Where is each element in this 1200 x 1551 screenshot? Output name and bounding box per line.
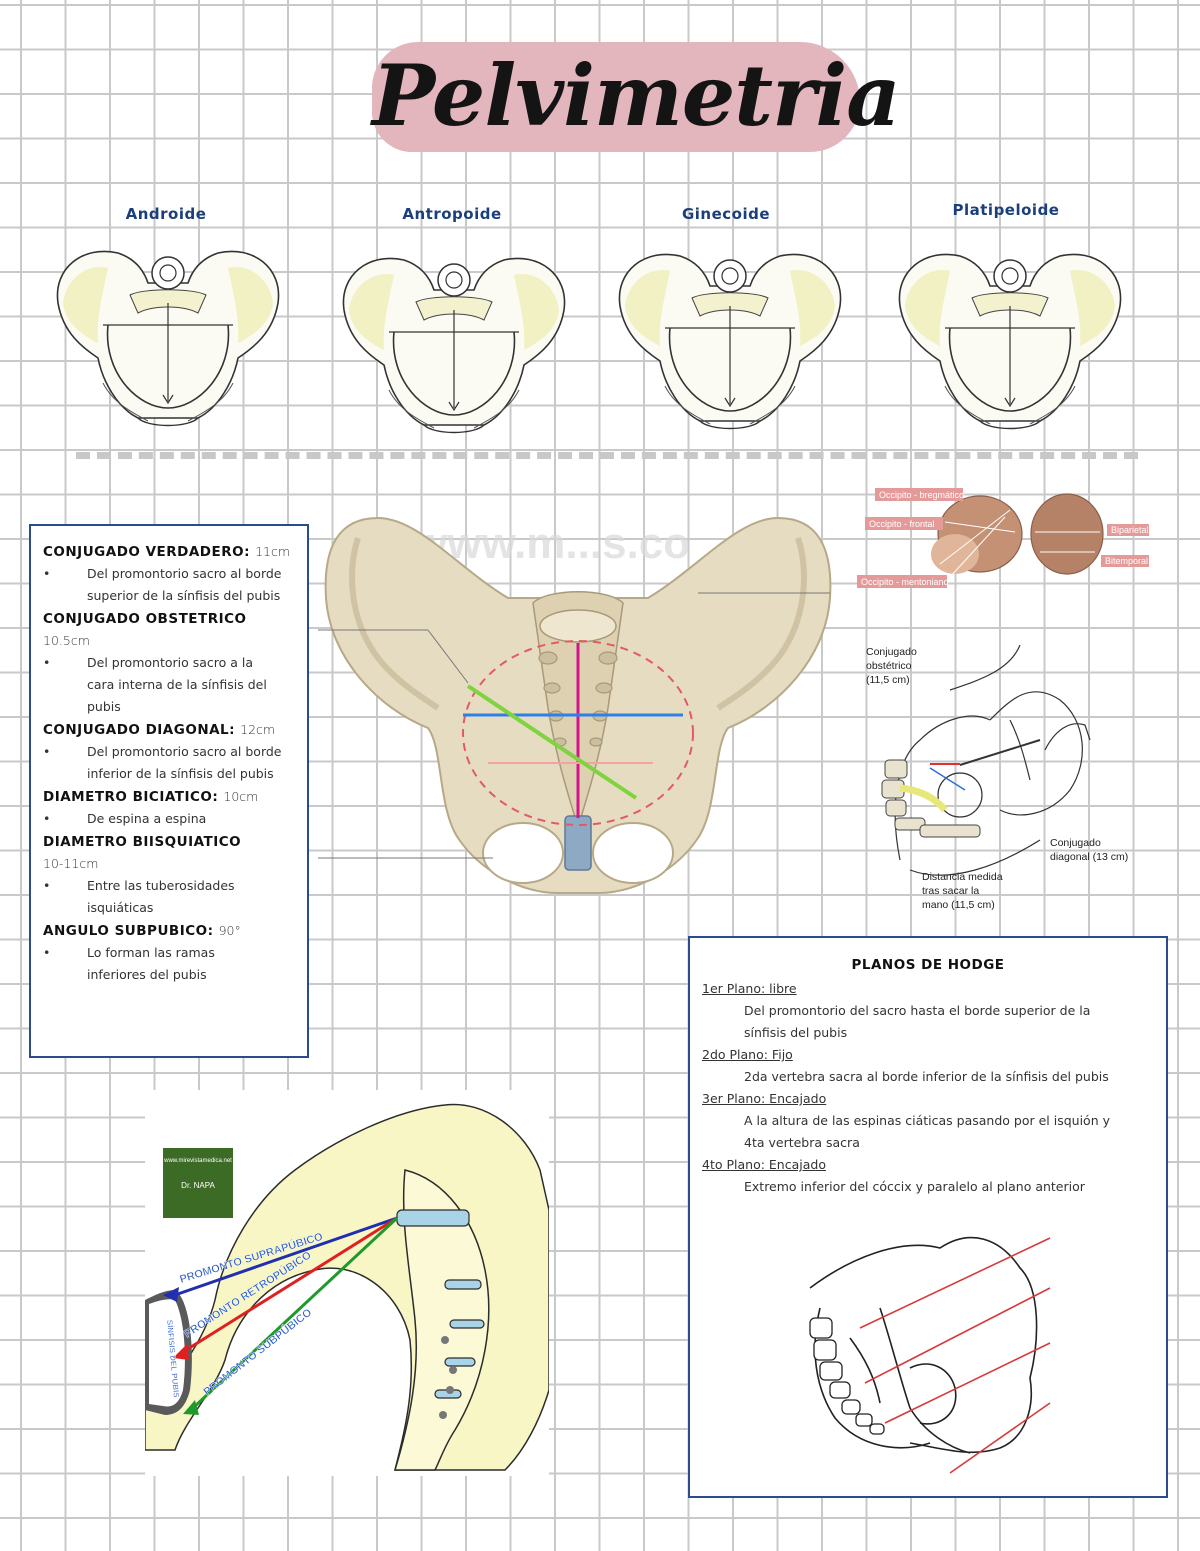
sagittal-pelvis-illustration: Dr. NAPA www.mirevistamedica.net PROMONT… [144, 1103, 550, 1471]
diam-bisquiatico-title: DIAMETRO BIISQUIATICO [43, 834, 242, 850]
head-label-occipito-frontal: Occipito - frontal [869, 519, 935, 529]
head-label-bitemporal: Bitemporal [1105, 556, 1148, 566]
oblique-line [466, 684, 638, 800]
pelvis-ginecoide-drawing [618, 253, 842, 430]
plane-2-desc: 2da vertebra sacra al borde inferior de … [744, 1069, 1109, 1084]
label-conjugado-obstetrico-1: Conjugado [866, 646, 917, 658]
head-label-biparietal: Biparietal [1111, 525, 1149, 535]
section-divider [76, 452, 1138, 459]
plane-1-title: 1er Plano: libre [702, 981, 797, 996]
label-androide: Androide [125, 205, 207, 223]
title-highlight [372, 42, 860, 152]
plane-3-title: 3er Plano: Encajado [702, 1091, 827, 1106]
plane-1-desc: Del promontorio del sacro hasta el borde… [744, 1003, 1091, 1040]
conj-verdadero-title: CONJUGADO VERDADERO: [43, 544, 250, 560]
list-item: •De espina a espina [43, 811, 207, 826]
plane-3-desc: A la altura de las espinas ciáticas pasa… [744, 1113, 1110, 1150]
pelvis-antropoide-drawing [342, 257, 566, 434]
conj-obstetrico-title: CONJUGADO OBSTETRICO [43, 611, 247, 627]
diam-bisquiatico-value: 10-11cm [43, 856, 99, 871]
conj-obstetrico-value: 10.5cm [43, 633, 90, 648]
label-ginecoide: Ginecoide [681, 205, 771, 223]
conj-verdadero-value: 11cm [255, 544, 291, 559]
label-distancia-2: tras sacar la [922, 885, 979, 897]
label-antropoide: Antropoide [402, 205, 502, 223]
hodge-title: PLANOS DE HODGE [851, 957, 1005, 973]
sagittal-pelvis-card: Dr. NAPA www.mirevistamedica.net PROMONT… [144, 1090, 550, 1476]
hodge-planes-illustration [809, 1236, 1051, 1474]
badge-url: www.mirevistamedica.net [163, 1158, 232, 1164]
pelvis-platipeloide-drawing [898, 253, 1122, 430]
title-banner: Pelvimetria [372, 26, 901, 156]
conj-diagonal-title: CONJUGADO DIAGONAL: [43, 722, 236, 738]
label-conjugado-diagonal-1: Conjugado [1050, 837, 1101, 849]
watermark-text: www.m...s.co [412, 519, 690, 568]
label-conjugado-diagonal-2: diagonal (13 cm) [1050, 851, 1128, 863]
badge-name: Dr. NAPA [181, 1181, 215, 1190]
conj-diagonal-value: 12cm [240, 722, 276, 737]
page-title: Pelvimetria [372, 46, 901, 145]
label-conjugado-obstetrico-3: (11,5 cm) [866, 674, 910, 686]
pelvis-types-illustration [56, 250, 1122, 434]
diam-biciatico-value: 10cm [223, 789, 259, 804]
label-platipeloide: Platipeloide [952, 201, 1060, 219]
plane-4-desc: Extremo inferior del cóccix y paralelo a… [744, 1179, 1085, 1194]
fetal-head-diameters-illustration: Occipito - bregmático Occipito - frontal… [857, 488, 1149, 588]
head-label-occipito-mentoniano: Occipito - mentoniano [861, 577, 949, 587]
label-conjugado-obstetrico-2: obstétrico [866, 660, 912, 672]
plane-2-title: 2do Plano: Fijo [702, 1047, 793, 1062]
pelvis-androide-drawing [56, 250, 280, 427]
pelvic-diameters-panel: CONJUGADO VERDADERO: 11cm •Del promontor… [29, 524, 309, 1058]
head-label-occipito-bregmatico: Occipito - bregmático [879, 490, 964, 500]
hodge-planes-panel: PLANOS DE HODGE 1er Plano: libre Del pro… [688, 936, 1168, 1498]
label-distancia-3: mano (11,5 cm) [922, 899, 995, 911]
diam-biciatico-title: DIAMETRO BICIATICO: [43, 789, 219, 805]
pelvis-front-illustration: www.m...s.co [318, 516, 832, 894]
pelvic-exam-illustration: Conjugado obstétrico (11,5 cm) Conjugado… [866, 644, 1128, 911]
angulo-subpubico-title: ANGULO SUBPUBICO: [43, 923, 214, 939]
plane-4-title: 4to Plano: Encajado [702, 1157, 826, 1172]
label-distancia-1: Distancia medida [922, 871, 1003, 883]
angulo-subpubico-value: 90° [218, 923, 241, 938]
